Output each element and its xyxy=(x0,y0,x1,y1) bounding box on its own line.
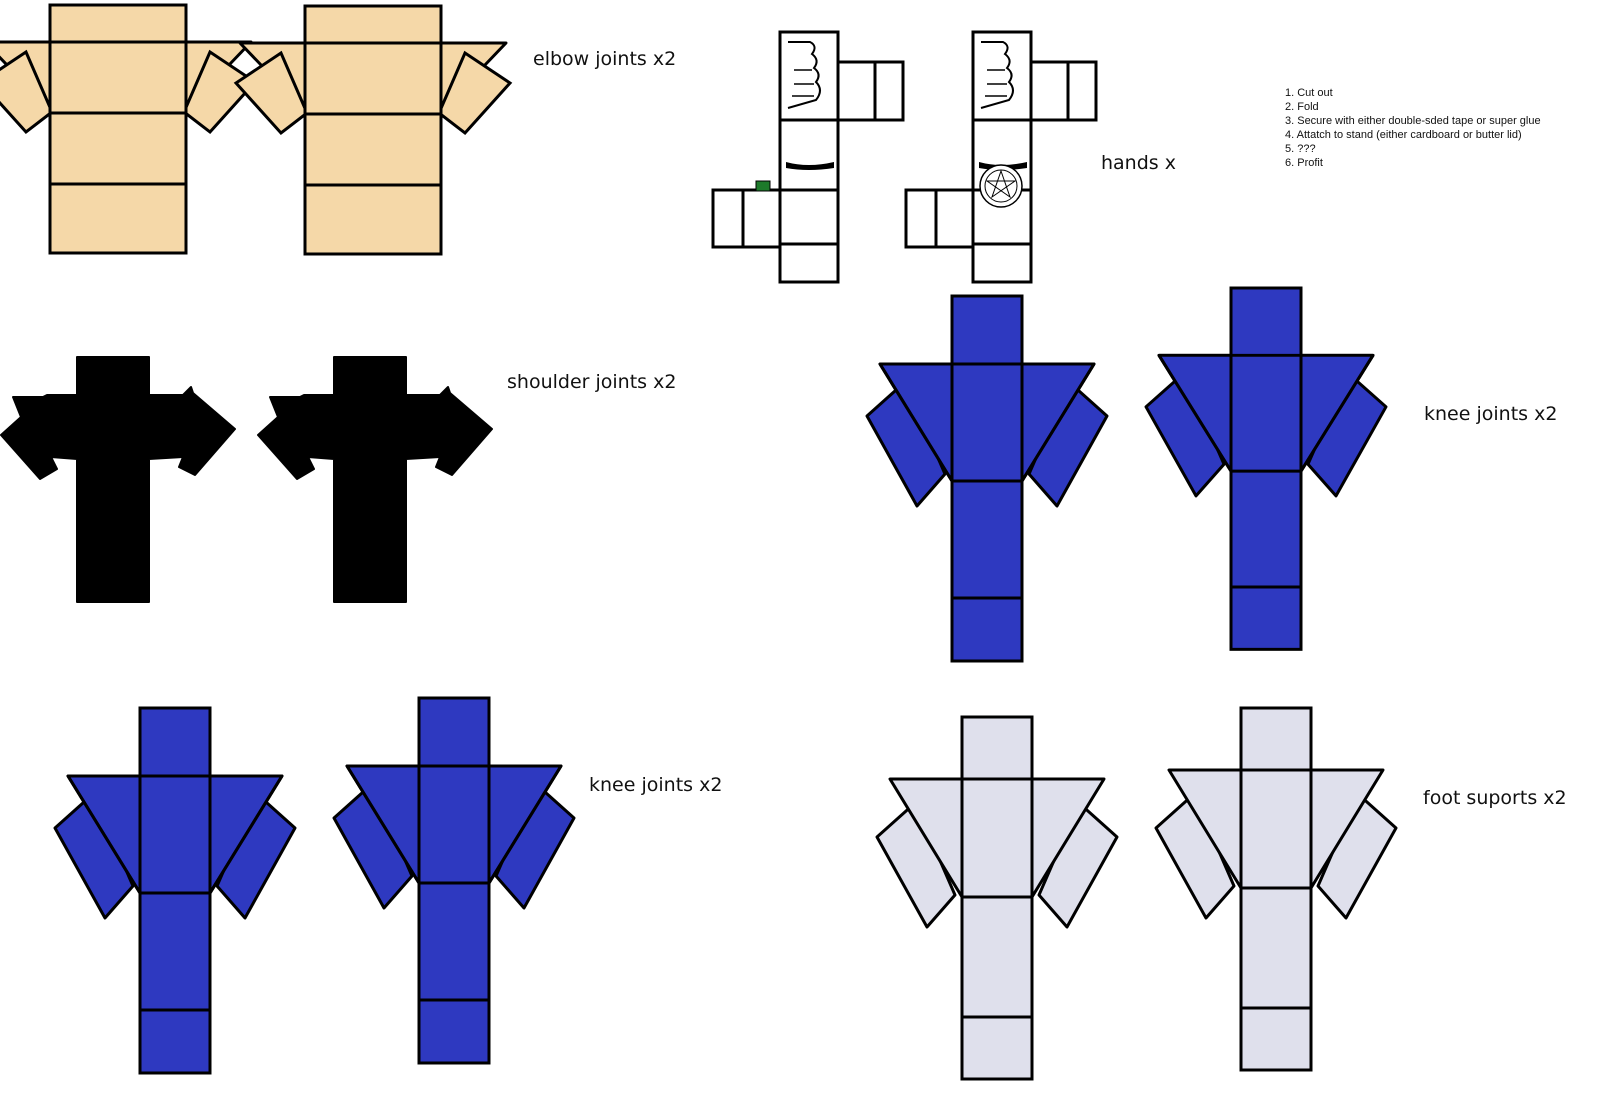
elbow-joint-net-2 xyxy=(234,4,512,256)
instruction-step: 5. ??? xyxy=(1285,143,1316,155)
knee-joint-net-2 xyxy=(1144,286,1388,651)
assembly-instructions: 1. Cut out 2. Fold 3. Secure with either… xyxy=(1285,86,1541,170)
foot-supports-label: foot suports x2 xyxy=(1423,787,1567,809)
foot-support-net-1 xyxy=(875,715,1119,1081)
shoulder-joint-net-2 xyxy=(257,356,493,603)
shoulder-joints-label: shoulder joints x2 xyxy=(507,371,677,393)
knee-joints-label-left: knee joints x2 xyxy=(589,774,723,796)
instruction-step: 1. Cut out xyxy=(1285,87,1333,99)
instruction-step: 4. Attatch to stand (either cardboard or… xyxy=(1285,129,1522,141)
foot-support-net-2 xyxy=(1154,706,1398,1072)
elbow-joints-label: elbow joints x2 xyxy=(533,48,677,70)
instruction-step: 6. Profit xyxy=(1285,157,1323,169)
hand-net-2 xyxy=(904,30,1098,284)
knee-joint-net-3 xyxy=(53,706,297,1075)
knee-joint-net-1 xyxy=(865,294,1109,663)
hands-label: hands x xyxy=(1101,152,1176,174)
elbow-joint-net-1 xyxy=(0,3,257,255)
instruction-step: 3. Secure with either double-sded tape o… xyxy=(1285,115,1541,127)
pentacle-seal-icon xyxy=(979,164,1023,208)
instruction-step: 2. Fold xyxy=(1285,101,1319,113)
hand-net-1 xyxy=(711,30,905,284)
knee-joints-label-right: knee joints x2 xyxy=(1424,403,1558,425)
shoulder-joint-net-1 xyxy=(0,356,236,603)
knee-joint-net-4 xyxy=(332,696,576,1065)
